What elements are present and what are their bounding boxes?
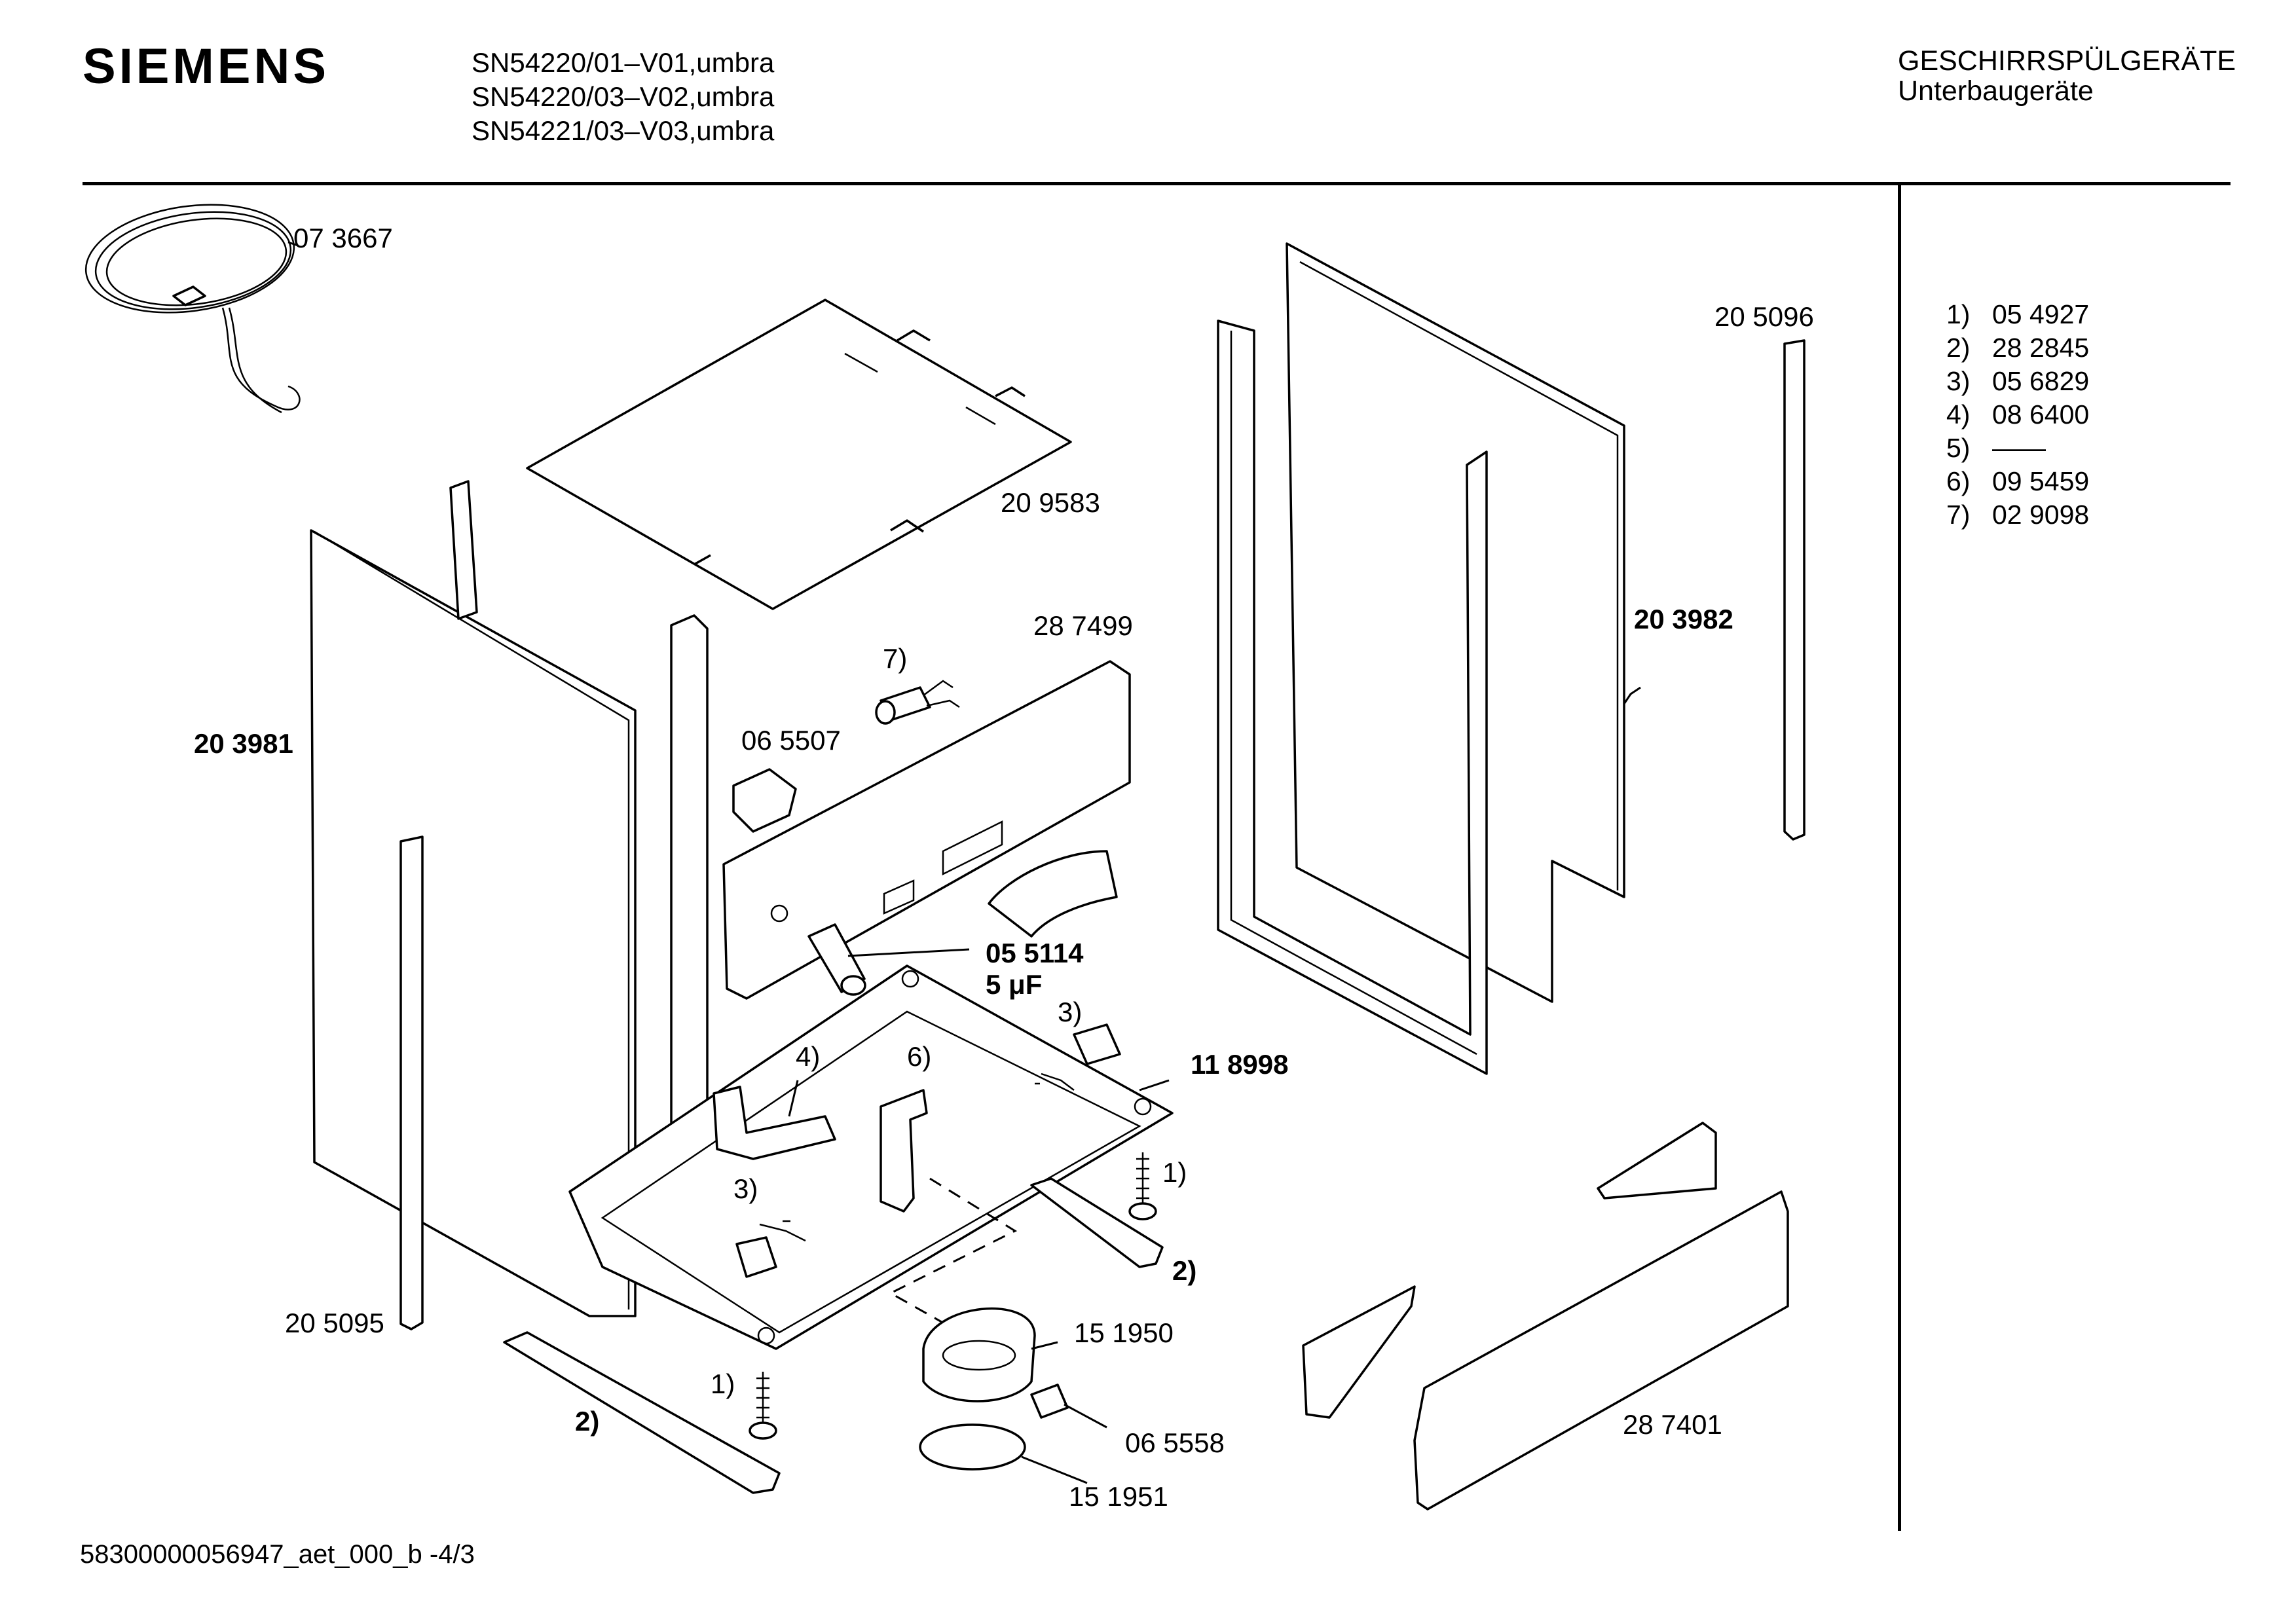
top-plate-notch (844, 352, 996, 426)
callout-6: 6) (907, 1041, 931, 1072)
callout-151950: 15 1950 (1074, 1317, 1174, 1348)
callout-4: 4) (796, 1041, 820, 1072)
brand-logo: SIEMENS (83, 39, 330, 94)
screw-1-left (749, 1372, 777, 1440)
foot-rail-2-right (1030, 1177, 1164, 1268)
left-front-rail-205095 (399, 835, 424, 1330)
control-panel-287499 (722, 660, 1131, 1000)
capacitor-7 (875, 680, 960, 725)
left-side-panel (310, 529, 637, 1317)
callout-2-right: 2) (1172, 1255, 1196, 1286)
legend-row: 2)28 2845 (1946, 333, 2090, 363)
callout-203982: 20 3982 (1634, 604, 1733, 634)
callout-203981: 20 3981 (194, 728, 293, 759)
callout-151951: 15 1951 (1069, 1481, 1168, 1512)
switch-065507 (732, 768, 797, 833)
clip-3-bottom (735, 1236, 777, 1278)
bracket-6 (880, 1089, 928, 1213)
rear-frame (1217, 320, 1488, 1075)
mounting-bracket-upper (1597, 1122, 1717, 1200)
callout-287499: 28 7499 (1033, 610, 1133, 641)
legend-row: 7)02 9098 (1946, 500, 2090, 530)
callout-118998: 11 8998 (1191, 1049, 1289, 1080)
category-title: GESCHIRRSPÜLGERÄTE (1898, 45, 2236, 77)
mounting-bracket-lower (1302, 1285, 1416, 1419)
legend-row: 4)08 6400 (1946, 399, 2090, 430)
callout-287401: 28 7401 (1623, 1409, 1722, 1440)
model-line: SN54221/03–V03,umbra (472, 115, 775, 146)
pump-cover-151951 (919, 1423, 1026, 1471)
top-cover-plate (526, 299, 1072, 610)
model-line: SN54220/03–V02,umbra (472, 81, 775, 112)
document-id: 58300000056947_aet_000_b -4/3 (80, 1540, 475, 1569)
callout-209583: 20 9583 (1001, 487, 1100, 518)
callout-1-left: 1) (711, 1368, 735, 1399)
capacitor-055114 (807, 923, 866, 996)
rear-panel-203982 (1286, 242, 1625, 1003)
callout-073667: 07 3667 (293, 223, 393, 253)
legend-row: 3)05 6829 (1946, 366, 2090, 396)
callout-205095: 20 5095 (285, 1308, 384, 1338)
callout-065507: 06 5507 (741, 725, 841, 756)
model-list: SN54220/01–V01,umbra SN54220/03–V02,umbr… (472, 46, 774, 148)
base-frame-118998 (568, 964, 1174, 1350)
legend-row: 5)—— (1946, 433, 2046, 463)
pump-151950 (922, 1307, 1036, 1402)
header-divider (83, 182, 2231, 185)
legend-row: 1)05 4927 (1946, 299, 2090, 329)
water-connector (988, 850, 1118, 938)
foot-rail-2-left (503, 1331, 781, 1494)
left-rear-rail (449, 480, 478, 620)
screw-1-right (1128, 1152, 1157, 1220)
callout-3-bottom: 3) (733, 1173, 758, 1204)
legend-row: 6)09 5459 (1946, 466, 2090, 496)
model-line: SN54220/01–V01,umbra (472, 47, 775, 78)
connector-065558 (1030, 1383, 1069, 1419)
kick-plate-287401 (1413, 1190, 1789, 1511)
category-heading: GESCHIRRSPÜLGERÄTE Unterbaugeräte (1898, 46, 2236, 106)
callout-055114: 05 5114 (986, 938, 1084, 968)
parts-legend: 1)05 4927 2)28 2845 3)05 6829 4)08 6400 … (1946, 298, 2089, 532)
callout-3-top: 3) (1058, 997, 1082, 1027)
callout-5uf: 5 μF (986, 969, 1042, 1000)
callout-065558: 06 5558 (1125, 1427, 1225, 1458)
callout-2-left: 2) (575, 1406, 599, 1437)
category-subtitle: Unterbaugeräte (1898, 75, 2094, 107)
legend-divider (1898, 185, 1901, 1531)
clip-3-top (1073, 1023, 1121, 1065)
right-rail-205096 (1783, 339, 1805, 841)
bracket-4 (713, 1086, 836, 1160)
power-cord (84, 204, 301, 414)
callout-205096: 20 5096 (1714, 301, 1814, 332)
callout-7: 7) (883, 643, 907, 674)
callout-1-right: 1) (1162, 1157, 1187, 1188)
